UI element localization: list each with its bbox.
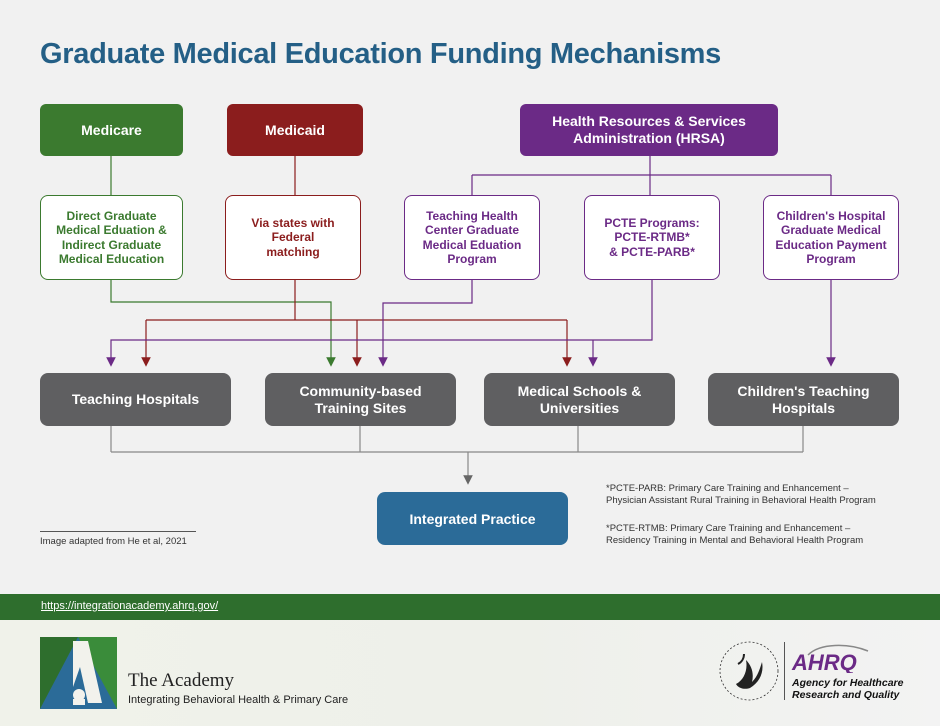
program-via-states: Via states with Federal matching — [225, 195, 361, 280]
outcome-connectors — [110, 426, 804, 485]
medicaid-connectors — [141, 156, 572, 367]
source-medicaid-label: Medicaid — [265, 121, 325, 138]
program-thcgme: Teaching Health Center Graduate Medical … — [404, 195, 540, 280]
academy-logo-icon — [40, 637, 117, 709]
source-hrsa-label: Health Resources & Services Administrati… — [552, 113, 746, 146]
footnote-pcte-rtmb: *PCTE-RTMB: Primary Care Training and En… — [606, 523, 864, 546]
program-dgme-ime: Direct Graduate Medical Eduation & Indir… — [40, 195, 183, 280]
program-pcte: PCTE Programs: PCTE-RTMB* & PCTE-PARB* — [584, 195, 720, 280]
program-pcte-line1: PCTE Programs: — [604, 215, 700, 230]
dest-teaching-hospitals: Teaching Hospitals — [40, 373, 231, 426]
dest-medical-schools-label: Medical Schools & Universities — [517, 382, 642, 416]
dest-childrens-hospitals: Children's Teaching Hospitals — [708, 373, 899, 426]
source-medicare: Medicare — [40, 104, 183, 156]
program-chgme-label: Children's Hospital Graduate Medical Edu… — [775, 208, 887, 267]
program-pcte-line2: PCTE-RTMB* — [614, 230, 690, 245]
program-chgme: Children's Hospital Graduate Medical Edu… — [763, 195, 899, 280]
logo-divider — [784, 642, 785, 700]
dest-community-sites: Community-based Training Sites — [265, 373, 456, 426]
dest-medical-schools: Medical Schools & Universities — [484, 373, 675, 426]
program-pcte-line3: & PCTE-PARB* — [609, 244, 695, 259]
academy-tagline: Integrating Behavioral Health & Primary … — [128, 694, 349, 706]
hhs-seal-icon — [719, 641, 779, 701]
source-hrsa: Health Resources & Services Administrati… — [520, 104, 778, 156]
source-medicaid: Medicaid — [227, 104, 363, 156]
connector-lines — [106, 156, 836, 485]
academy-link[interactable]: https://integrationacademy.ahrq.gov/ — [41, 600, 219, 612]
source-medicare-label: Medicare — [81, 121, 142, 138]
image-credit: Image adapted from He et al, 2021 — [40, 531, 196, 547]
ahrq-name: Agency for Healthcare Research and Quali… — [792, 677, 904, 701]
outcome-integrated-practice-label: Integrated Practice — [409, 510, 536, 527]
dest-childrens-hospitals-label: Children's Teaching Hospitals — [737, 382, 870, 416]
footnote-pcte-parb: *PCTE-PARB: Primary Care Training and En… — [606, 483, 876, 506]
diagram-card: Graduate Medical Education Funding Mecha… — [40, 38, 899, 547]
page-title: Graduate Medical Education Funding Mecha… — [40, 38, 721, 70]
dest-teaching-hospitals-label: Teaching Hospitals — [71, 391, 200, 407]
footer — [0, 620, 940, 726]
academy-name: The Academy — [128, 670, 235, 691]
program-via-states-label: Via states with Federal matching — [251, 215, 335, 259]
outcome-integrated-practice: Integrated Practice — [377, 492, 568, 545]
ahrq-logo: AHRQ — [791, 644, 869, 673]
program-dgme-ime-label: Direct Graduate Medical Eduation & Indir… — [56, 208, 167, 267]
hrsa-connectors — [106, 156, 836, 367]
footer-bar — [0, 594, 940, 620]
ahrq-logo-text: AHRQ — [791, 650, 857, 673]
dest-community-sites-label: Community-based Training Sites — [299, 382, 422, 416]
program-thcgme-label: Teaching Health Center Graduate Medical … — [422, 208, 522, 267]
medicare-connectors — [110, 156, 336, 367]
